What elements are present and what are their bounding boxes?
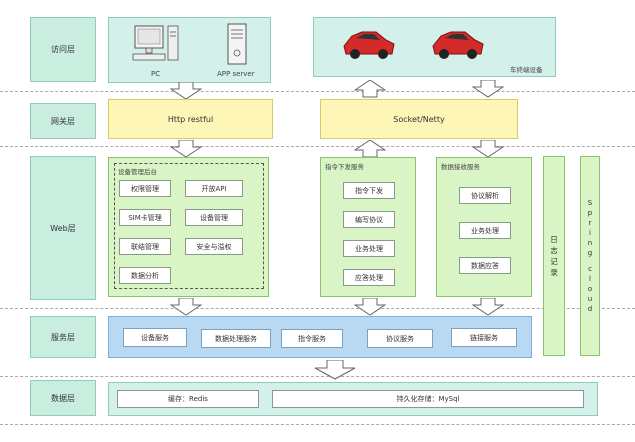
server-icon [227, 23, 247, 65]
mgmt-item: 数据分析 [119, 267, 171, 284]
mgmt-item: 设备管理 [185, 209, 243, 226]
mgmt-item: SIM卡管理 [119, 209, 171, 226]
down-arrow [472, 140, 504, 158]
down-arrow [472, 80, 504, 98]
separator-line [0, 424, 635, 425]
down-arrow [170, 82, 202, 100]
spring-char: r [588, 219, 592, 227]
layer-label-data: 数据层 [30, 380, 96, 416]
layer-label-access: 访问层 [30, 17, 96, 82]
separator-line [0, 91, 635, 92]
command-item: 应答处理 [343, 269, 395, 286]
service-item: 链接服务 [451, 328, 517, 347]
receive-item: 数据应答 [459, 257, 511, 274]
separator-line [0, 146, 635, 147]
mgmt-item: 联结管理 [119, 238, 171, 255]
service-item: 设备服务 [123, 328, 187, 347]
data-receive-title: 数据接收服务 [441, 163, 480, 171]
down-arrow [170, 140, 202, 158]
persistent-store: 持久化存储：MySql [272, 390, 584, 408]
pc-icon [131, 24, 181, 68]
spring-char: d [587, 305, 593, 313]
spring-char: S [587, 199, 593, 207]
spring-char: l [589, 275, 591, 283]
spring-char: u [587, 295, 593, 303]
down-arrow [354, 298, 386, 316]
receive-item: 协议解析 [459, 187, 511, 204]
layer-label-gateway: 网关层 [30, 103, 96, 139]
down-arrow [313, 360, 357, 380]
data-panel: 缓存：Redis 持久化存储：MySql [108, 382, 598, 416]
socket-gateway: Socket/Netty [320, 99, 518, 139]
client-panel: PC APP server [108, 17, 271, 83]
log-char: 录 [550, 268, 558, 277]
vehicle-panel: 车终端设备 [313, 17, 556, 77]
command-item: 编写协议 [343, 211, 395, 228]
spring-char: n [587, 239, 593, 247]
receive-item: 业务处理 [459, 222, 511, 239]
layer-label-service: 服务层 [30, 316, 96, 358]
log-char: 志 [550, 246, 558, 255]
http-gateway: Http restful [108, 99, 273, 139]
down-arrow [472, 298, 504, 316]
service-panel: 设备服务 数据处理服务 指令服务 协议服务 链接服务 [108, 316, 532, 358]
mgmt-item: 权限管理 [119, 180, 171, 197]
spring-cloud-bar: S p r i n g c l o u d [580, 156, 600, 356]
device-mgmt-title: 设备管理后台 [118, 168, 157, 176]
spring-char: g [587, 249, 593, 257]
service-item: 指令服务 [281, 329, 343, 348]
log-char: 记 [550, 257, 558, 266]
command-service-panel: 指令下发服务 指令下发 编写协议 业务处理 应答处理 [320, 157, 416, 297]
car-icon [429, 26, 485, 62]
spring-char: c [588, 265, 592, 273]
vehicle-label: 车终端设备 [510, 66, 543, 74]
service-item: 数据处理服务 [201, 329, 271, 348]
up-arrow [354, 140, 386, 158]
command-item: 指令下发 [343, 182, 395, 199]
separator-line [0, 308, 635, 309]
log-char: 日 [550, 235, 558, 244]
cache-store: 缓存：Redis [117, 390, 259, 408]
device-mgmt-panel: 设备管理后台 权限管理 开放API SIM卡管理 设备管理 联结管理 安全与溢权… [108, 157, 269, 297]
spring-char: i [589, 229, 591, 237]
log-record-bar: 日 志 记 录 [543, 156, 565, 356]
device-mgmt-dashed-frame [114, 163, 264, 289]
car-icon [340, 26, 396, 62]
down-arrow [170, 298, 202, 316]
server-label: APP server [217, 70, 255, 78]
mgmt-item: 开放API [185, 180, 243, 197]
separator-line [0, 376, 635, 377]
mgmt-item: 安全与溢权 [185, 238, 243, 255]
command-item: 业务处理 [343, 240, 395, 257]
command-service-title: 指令下发服务 [325, 163, 364, 171]
up-arrow [354, 80, 386, 98]
pc-label: PC [151, 70, 161, 78]
layer-label-web: Web层 [30, 156, 96, 300]
service-item: 协议服务 [367, 329, 433, 348]
data-receive-panel: 数据接收服务 协议解析 业务处理 数据应答 [436, 157, 532, 297]
spring-char: p [587, 209, 593, 217]
spring-char: o [587, 285, 593, 293]
